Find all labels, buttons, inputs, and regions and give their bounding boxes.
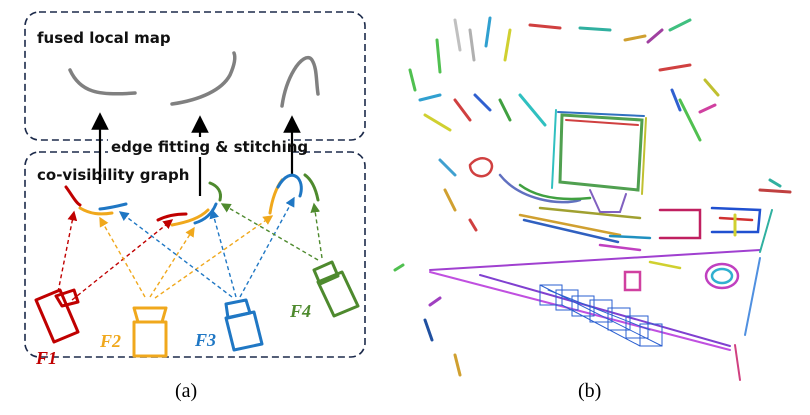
edge-red-1 [64, 185, 82, 207]
panel-a-caption: (a) [175, 380, 197, 402]
edge-green-1 [208, 181, 222, 202]
stitching-arrows [91, 112, 301, 196]
camera-trajectory [539, 284, 663, 347]
fused-local-map-title: fused local map [37, 29, 171, 47]
panel-b-edge-map: (b) [393, 16, 792, 402]
camera-f4-icon [312, 260, 360, 318]
edge-blue-1 [98, 202, 128, 211]
fused-edge-3 [280, 55, 320, 108]
edge-orange-1 [78, 206, 114, 216]
scattered-edges [393, 16, 792, 377]
camera-f1-label: F1 [35, 348, 57, 368]
edge-green-2 [303, 173, 320, 202]
edge-blue-2 [193, 202, 218, 225]
table-edges [429, 209, 773, 381]
fused-edge-1 [68, 68, 137, 96]
panel-b-caption: (b) [578, 380, 601, 402]
fused-edge-2 [170, 51, 237, 106]
observation-arrows [57, 196, 323, 301]
camera-f4-label: F4 [289, 301, 311, 321]
co-visibility-graph-title: co-visibility graph [37, 166, 189, 184]
camera-f2-icon [132, 306, 168, 358]
camera-f3-icon [224, 298, 264, 352]
fused-edges [68, 51, 320, 108]
monitor-edges [551, 109, 647, 213]
camera-f1-icon [34, 288, 80, 344]
edge-blue-3 [276, 173, 303, 198]
camera-f3-label: F3 [194, 330, 216, 350]
panel-a: fused local map co-visibility graph edge… [24, 11, 366, 402]
edge-red-2 [156, 212, 188, 222]
desk-item-edges [468, 157, 762, 292]
camera-f2-label: F2 [99, 331, 121, 351]
edge-orange-2 [170, 208, 210, 227]
partial-edges [64, 173, 320, 227]
edge-fitting-stitching-label: edge fitting & stitching [111, 138, 308, 156]
